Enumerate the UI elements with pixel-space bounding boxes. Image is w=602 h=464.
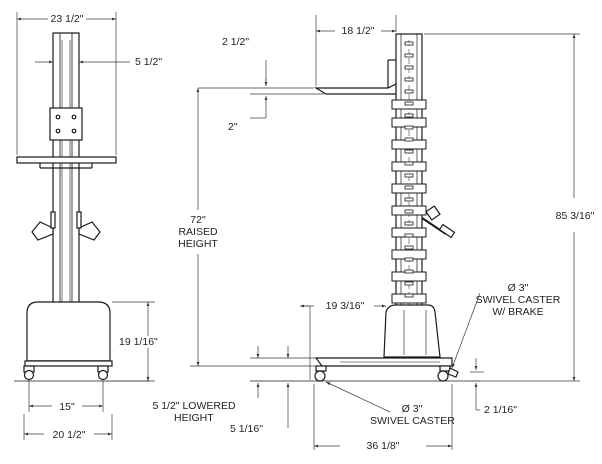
front-base (26, 301, 111, 362)
mast-hole (404, 113, 414, 118)
mast-hole (404, 161, 414, 166)
rear-caster-type: SWIVEL CASTER (475, 294, 561, 306)
mast-hole (404, 233, 414, 238)
lowered-height-value: 5 1/2" LOWERED (152, 400, 236, 412)
mast-hole (404, 41, 414, 46)
dim-caster-height: 2 1/16" (484, 404, 517, 416)
dim-overall-width: 23 1/2" (48, 13, 86, 25)
front-caster-label: Ø 3" SWIVEL CASTER (370, 403, 455, 427)
mast-hole (404, 77, 414, 82)
dim-caster-spacing: 15" (52, 401, 82, 413)
dim-base-height: 19 1/16" (118, 336, 159, 348)
mast-holes (404, 41, 414, 298)
front-crank-handle (31, 211, 101, 241)
mast-hole (404, 257, 414, 262)
side-base (383, 304, 441, 358)
mast-hole (404, 137, 414, 142)
dim-base-width: 20 1/2" (44, 429, 94, 441)
dim-lowered-height: 5 1/2" LOWERED HEIGHT (152, 400, 236, 424)
mast-hole (404, 185, 414, 190)
dim-overall-height: 85 3/16" (547, 210, 602, 222)
side-crank-handle (421, 205, 456, 239)
dim-lower-offset: 5 1/16" (230, 423, 263, 435)
front-caster-type: SWIVEL CASTER (370, 415, 455, 427)
side-dimensions (190, 15, 580, 450)
mast-hole (404, 245, 414, 250)
lowered-height-word: HEIGHT (174, 412, 214, 424)
mast-hole (404, 101, 414, 106)
front-view (14, 32, 150, 382)
raised-height-word2: HEIGHT (178, 238, 218, 250)
mast-hole (404, 209, 414, 214)
mast-hole (404, 269, 414, 274)
mast-hole (404, 53, 414, 58)
mast-hole (404, 65, 414, 70)
rear-caster-label: Ø 3" SWIVEL CASTER W/ BRAKE (474, 282, 562, 318)
raised-height-word1: RAISED (178, 226, 218, 238)
dim-raised-height: 72" RAISED HEIGHT (178, 214, 218, 250)
mast-hole (404, 89, 414, 94)
mast-hole (404, 125, 414, 130)
raised-height-value: 72" (190, 214, 206, 226)
rear-caster-size: Ø 3" (507, 282, 529, 294)
mast-hole (404, 221, 414, 226)
front-carriage (49, 107, 83, 141)
mast-hole (404, 173, 414, 178)
front-platform (16, 156, 117, 164)
dim-platform-thickness: 2 1/2" (222, 36, 250, 48)
dim-platform-offset: 2" (228, 121, 238, 133)
front-caster-size: Ø 3" (401, 403, 423, 415)
mast-hole (404, 197, 414, 202)
dim-platform-depth: 18 1/2" (335, 25, 381, 37)
side-platform (313, 83, 397, 95)
side-casters (314, 365, 459, 382)
mast-hole (404, 149, 414, 154)
side-view (250, 33, 480, 382)
mast-hole (404, 293, 414, 298)
dim-mast-width: 5 1/2" (135, 56, 163, 68)
front-casters (23, 365, 109, 381)
dim-base-depth: 19 3/16" (316, 300, 374, 312)
mast-hole (404, 281, 414, 286)
rear-caster-brake: W/ BRAKE (492, 306, 544, 318)
dim-overall-length: 36 1/8" (358, 440, 408, 452)
